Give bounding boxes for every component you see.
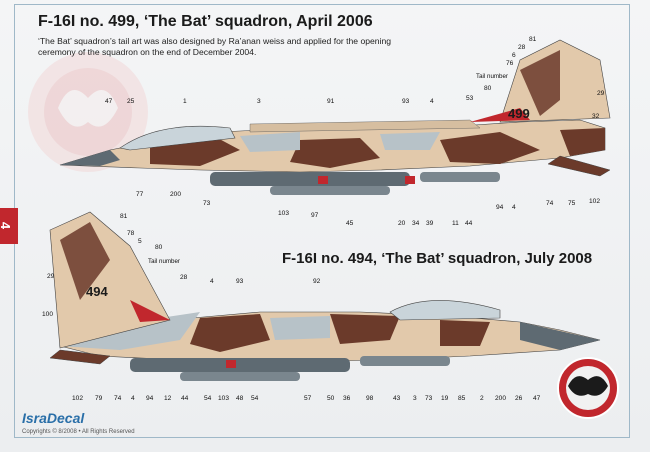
callout: 25 — [127, 98, 135, 105]
callout: 91 — [327, 98, 335, 105]
callout: 74 — [546, 200, 554, 207]
tail-number-494: 494 — [86, 284, 108, 299]
callout: 103 — [218, 395, 229, 402]
callout: 29 — [47, 273, 55, 280]
callout: 47 — [105, 98, 113, 105]
callout: 45 — [346, 220, 354, 227]
callout: 11 — [452, 220, 459, 227]
callout: 200 — [170, 191, 181, 198]
callout: 4 — [131, 395, 135, 402]
callout: 102 — [72, 395, 83, 402]
profile-1-description: ‘The Bat’ squadron’s tail art was also d… — [38, 36, 392, 57]
callout: 54 — [204, 395, 212, 402]
callout: 76 — [506, 60, 514, 67]
callout: 4 — [430, 98, 434, 105]
callout: 53 — [466, 95, 474, 102]
callout: 26 — [515, 395, 523, 402]
callout: 50 — [327, 395, 335, 402]
profile-1-title: F-16I no. 499, ‘The Bat’ squadron, April… — [38, 13, 373, 30]
callout: 73 — [425, 395, 433, 402]
callout: 97 — [311, 212, 319, 219]
aircraft-499-profile: 499 — [59, 39, 611, 195]
callout: 5 — [138, 238, 142, 245]
callout: 75 — [568, 200, 576, 207]
aircraft-494-profile: 494 — [49, 211, 601, 381]
page-tab: 4 — [0, 208, 18, 244]
callout: 81 — [529, 36, 537, 43]
callout: 39 — [426, 220, 434, 227]
callout: 92 — [313, 278, 321, 285]
squadron-badge-icon — [557, 357, 619, 419]
tail-number-caption: Tail number — [476, 73, 508, 80]
callout: 54 — [251, 395, 259, 402]
callout: 94 — [146, 395, 154, 402]
tail-number-499: 499 — [508, 106, 530, 121]
callout: 28 — [180, 274, 188, 281]
callout: 32 — [592, 113, 600, 120]
callout: 81 — [120, 213, 128, 220]
callout: 74 — [114, 395, 122, 402]
callout: 12 — [164, 395, 172, 402]
callout: 3 — [257, 98, 261, 105]
callout: 28 — [518, 44, 526, 51]
callout: 47 — [533, 395, 541, 402]
callout: 3 — [413, 395, 417, 402]
callout: 36 — [343, 395, 351, 402]
callout: 79 — [95, 395, 103, 402]
callout: 100 — [42, 311, 53, 318]
callout: 6 — [512, 52, 516, 59]
tail-number-caption-2: Tail number — [148, 258, 180, 265]
callout: 80 — [484, 85, 492, 92]
callout: 93 — [236, 278, 244, 285]
badge-watermark-icon — [28, 52, 148, 172]
callout: 103 — [278, 210, 289, 217]
callout: 44 — [465, 220, 473, 227]
callout: 29 — [597, 90, 605, 97]
callouts-aircraft-1: 47 25 1 3 91 93 4 81 28 6 76 80 53 29 32… — [105, 36, 605, 227]
callout: 2 — [480, 395, 484, 402]
callout: 44 — [181, 395, 189, 402]
callout: 93 — [402, 98, 410, 105]
callout: 98 — [366, 395, 374, 402]
callout: 78 — [127, 230, 135, 237]
callout: 43 — [393, 395, 401, 402]
callout: 4 — [512, 204, 516, 211]
callout: 19 — [441, 395, 449, 402]
callout: 80 — [155, 244, 163, 251]
callout: 34 — [412, 220, 420, 227]
callout: 1 — [183, 98, 187, 105]
brand-logo: IsraDecal — [22, 410, 85, 426]
callout: 73 — [203, 200, 211, 207]
callout: 77 — [136, 191, 144, 198]
callouts-aircraft-2: 81 78 5 80 29 28 4 93 92 100 102 79 74 4… — [42, 213, 541, 402]
callout: 85 — [458, 395, 466, 402]
profile-2-title: F-16I no. 494, ‘The Bat’ squadron, July … — [282, 250, 593, 267]
callout: 94 — [496, 204, 504, 211]
callout: 20 — [398, 220, 406, 227]
callout: 200 — [495, 395, 506, 402]
callout: 57 — [304, 395, 312, 402]
callout: 4 — [210, 278, 214, 285]
callout: 48 — [236, 395, 244, 402]
copyright-notice: Copyrights © 8/2008 • All Rights Reserve… — [22, 429, 135, 435]
callout: 102 — [589, 198, 600, 205]
